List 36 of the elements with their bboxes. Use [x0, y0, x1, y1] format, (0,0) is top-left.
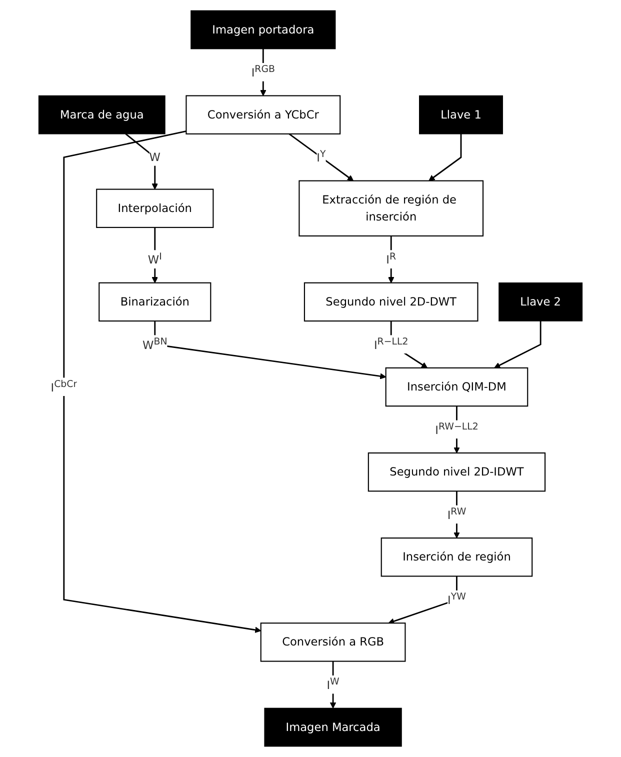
node-box: Llave 1: [419, 95, 503, 134]
edge-label: I$^{RW−LL2}$: [435, 422, 478, 437]
edge-label: W: [149, 150, 160, 164]
edge-label: W$^{BN}$: [142, 336, 168, 352]
node-box: Segundo nivel 2D-IDWT: [368, 452, 546, 492]
node-box: Marca de agua: [38, 95, 166, 134]
node-box: Imagen portadora: [190, 10, 336, 50]
edge-label: I$^{W}$: [326, 676, 340, 692]
arrow: [154, 321, 386, 380]
node-box: Interpolación: [96, 188, 214, 228]
node-box: Llave 2: [498, 282, 583, 322]
arrow: [260, 48, 266, 96]
arrow: [494, 321, 542, 368]
edge-label: I$^{R}$: [386, 251, 396, 267]
edge-label: I$^{CbCr}$: [50, 379, 78, 394]
node-box: Imagen Marcada: [264, 708, 402, 747]
arrow: [288, 133, 354, 182]
edge-label: I$^{RW}$: [447, 506, 466, 522]
arrow: [388, 576, 458, 624]
edge-label: I$^{Y}$: [316, 149, 326, 165]
edge-label: I$^{YW}$: [448, 592, 466, 607]
node-box: Conversión a RGB: [260, 622, 406, 662]
node-box: Extracción de región de inserción: [298, 180, 484, 236]
arrow: [428, 134, 462, 182]
edge-label: W$^{I}$: [148, 251, 162, 267]
edge-label: I$^{RGB}$: [251, 64, 275, 80]
node-box: Binarización: [98, 282, 212, 322]
node-box: Segundo nivel 2D-DWT: [304, 282, 478, 322]
arrow: [125, 133, 158, 190]
node-box: Conversión a YCbCr: [186, 95, 341, 134]
arrow: [330, 661, 336, 708]
arrow: [454, 491, 460, 538]
arrow: [63, 130, 262, 633]
node-box: Inserción de región: [380, 538, 533, 577]
edge-label: I$^{R−LL2}$: [374, 336, 408, 352]
node-box: Inserción QIM-DM: [385, 367, 528, 407]
